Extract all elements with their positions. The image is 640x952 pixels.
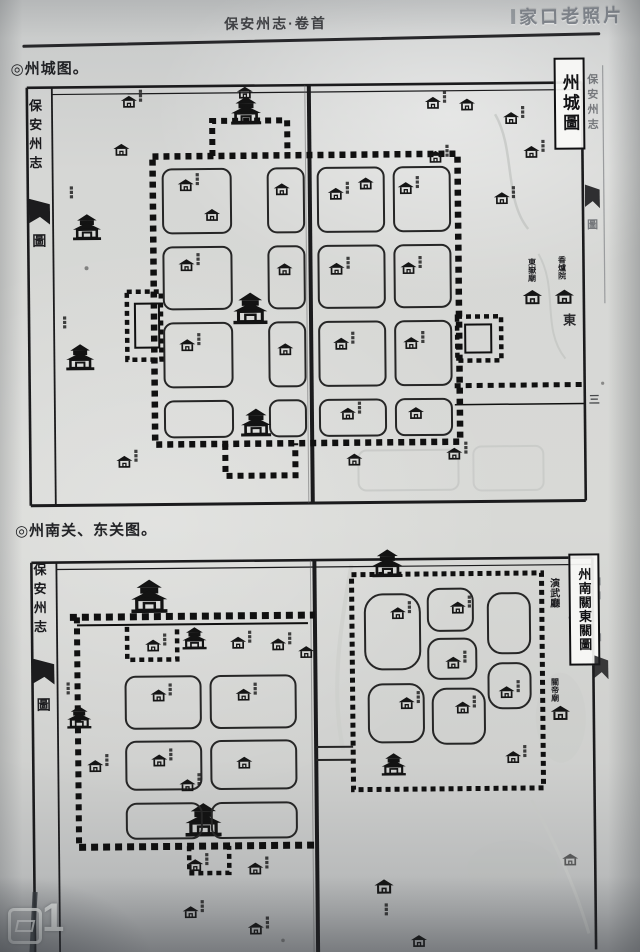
city-wall [124,117,584,479]
map1-title-box: 州城圖 [553,57,586,150]
gate-towers-2 [129,547,408,837]
gate-towers [229,95,273,437]
map2-label-guandi-temple: 關帝廟 [550,677,560,702]
photo-creases [84,113,605,492]
city-streets [161,165,454,439]
map1-page-number: 三 [588,394,600,407]
page-header-title: 保安州志·卷首 [224,14,327,32]
gates-map-drawing [30,547,602,952]
map1-label-dongyue-temple: 東嶽廟 [527,257,537,283]
map2-spine-book-title: 保安州志 [31,562,48,639]
corner-watermark-icon [8,908,42,944]
header-rule [22,32,601,48]
map1-right-spine-mark: 圖 [587,219,599,232]
map1-right-spine-book: 保安州志 [585,73,599,134]
map1-spine-mark: 圖 [32,232,47,249]
city-map-drawing [25,65,606,508]
east-suburb-wall [348,570,547,793]
map1-label-xianglu-yard: 香爐院 [557,255,567,280]
south-suburb-wall [69,611,318,876]
city-buildings [176,173,425,420]
map2-title-box: 州南關東關圖 [568,553,601,666]
map1-spine-book-title: 保安州志 [26,98,43,175]
suburb-streets [124,587,532,840]
map2-label-yanwu-hall: 演武廳 [547,577,559,608]
photo-watermark: 家口老照片 [518,5,625,28]
map1-label-east: 東 [562,312,577,328]
photo-creases-2 [281,564,591,943]
map-frame [25,65,606,508]
section-label-gates-map: ◎州南关、东关图。 [14,521,158,540]
map2-frame [30,556,598,952]
map2-spine-mark: 圖 [36,696,51,713]
watermark-partial-glyph [511,9,516,25]
corner-watermark-number: 1 [42,896,65,940]
